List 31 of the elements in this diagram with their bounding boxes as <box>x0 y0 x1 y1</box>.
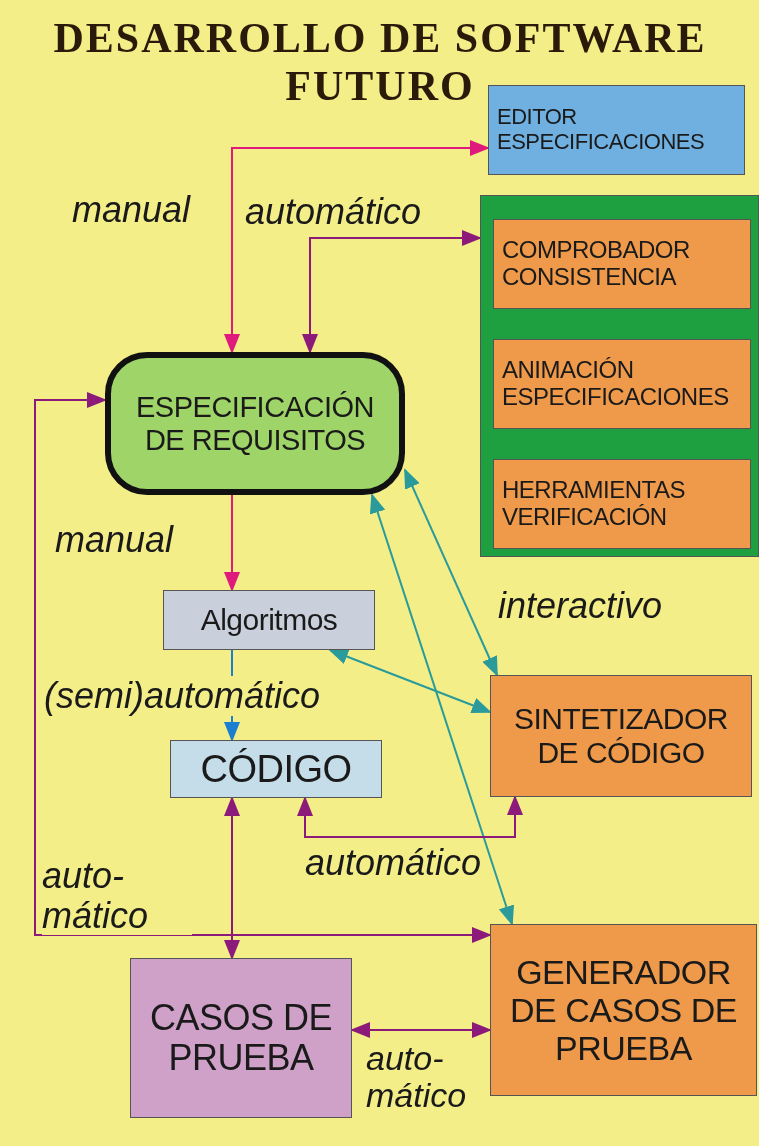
connector-arrow <box>224 796 240 960</box>
connector-arrow <box>224 494 240 592</box>
tool-box <box>490 675 752 797</box>
box-label: ESPECIFICACIÓN DE REQUISITOS <box>135 391 375 456</box>
connector-arrow <box>302 230 482 354</box>
connector-arrow <box>34 392 492 943</box>
box-label: Algoritmos <box>199 603 339 637</box>
edge-label: (semi)automático <box>44 676 321 716</box>
connector-arrow <box>350 1022 492 1038</box>
process-box <box>163 590 375 650</box>
box-label: CÓDIGO <box>199 747 353 791</box>
box-label: ANIMACIÓN ESPECIFICACIONES <box>502 357 730 411</box>
connector-arrow <box>404 468 498 677</box>
box-label: CASOS DE PRUEBA <box>148 997 333 1079</box>
tool-box <box>490 924 757 1096</box>
tool-box <box>488 85 745 175</box>
requirements-box <box>105 352 405 495</box>
connector-arrow <box>297 795 523 838</box>
connector-arrow <box>328 649 492 713</box>
box-label: COMPROBADOR CONSISTENCIA <box>502 237 691 291</box>
tool-box <box>493 339 751 429</box>
box-label: GENERADOR DE CASOS DE PRUEBA <box>509 952 738 1068</box>
process-box <box>170 740 382 798</box>
connector-arrow <box>370 493 514 926</box>
data-box <box>130 958 352 1118</box>
tool-box <box>493 219 751 309</box>
tool-group-panel <box>480 195 759 557</box>
connector-arrow <box>224 140 490 354</box>
tool-box <box>493 459 751 549</box>
box-label: HERRAMIENTAS VERIFICACIÓN <box>502 477 686 531</box>
box-label: SINTETIZADOR DE CÓDIGO <box>513 702 729 770</box>
